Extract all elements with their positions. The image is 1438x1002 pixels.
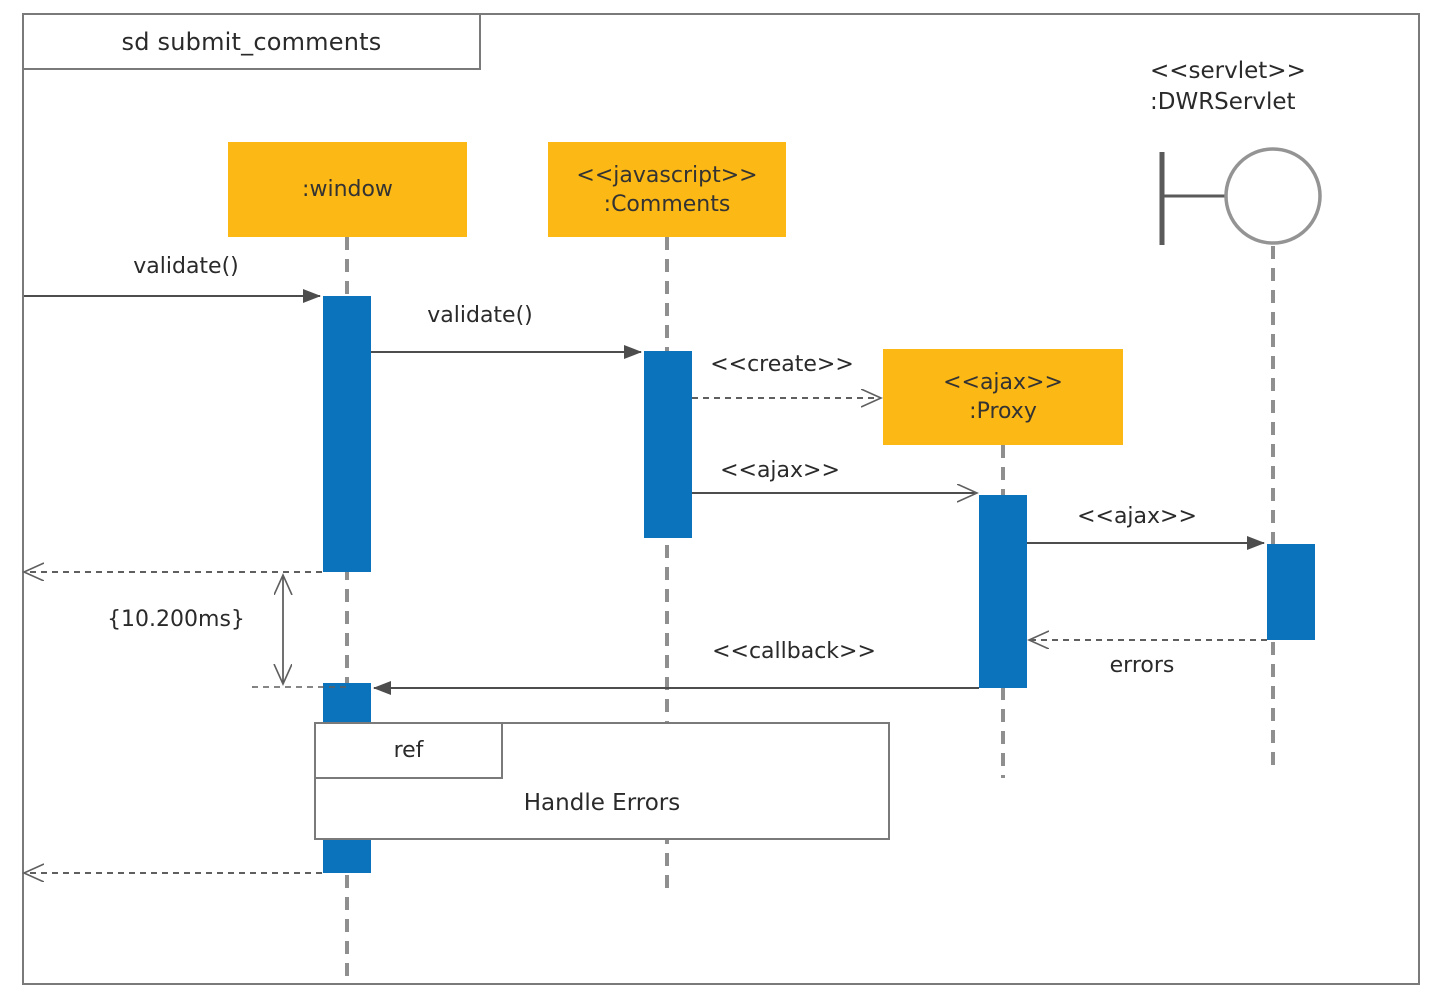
- message-label-validate-comments: validate(): [427, 303, 533, 328]
- activation-window-1: [323, 296, 371, 572]
- participant-window: :window: [228, 142, 467, 237]
- message-label-errors: errors: [1109, 653, 1175, 678]
- participant-comments-label: :Comments: [603, 191, 731, 217]
- participant-proxy-label: :Proxy: [969, 399, 1037, 424]
- lifeline-window: [345, 237, 349, 983]
- participant-comments-stereotype: <<javascript>>: [576, 162, 758, 188]
- lifeline-dwrservlet: [1271, 246, 1275, 765]
- ref-fragment-name: Handle Errors: [523, 790, 681, 816]
- ref-keyword: ref: [393, 738, 424, 763]
- frame-title-box: sd submit_comments: [22, 13, 481, 70]
- activation-comments: [644, 351, 692, 538]
- message-label-validate-found: validate(): [133, 254, 239, 279]
- message-label-create-proxy: <<create>>: [710, 352, 854, 377]
- participant-proxy: <<ajax>> :Proxy: [883, 349, 1123, 445]
- activation-dwrservlet: [1267, 544, 1315, 640]
- ref-fragment: ref Handle Errors: [314, 722, 890, 840]
- participant-proxy-stereotype: <<ajax>>: [943, 370, 1063, 395]
- diagram-frame: [22, 13, 1420, 985]
- participant-dwrservlet-label: :DWRServlet: [1150, 89, 1296, 115]
- message-label-ajax-to-servlet: <<ajax>>: [1077, 504, 1197, 529]
- participant-window-label: :window: [302, 177, 393, 202]
- lifeline-comments: [665, 237, 669, 893]
- participant-dwrservlet-header: <<servlet>> :DWRServlet: [1150, 56, 1306, 118]
- message-label-callback: <<callback>>: [712, 639, 876, 664]
- frame-title: sd submit_comments: [121, 27, 382, 56]
- participant-dwrservlet-stereotype: <<servlet>>: [1150, 58, 1306, 84]
- participant-comments: <<javascript>> :Comments: [548, 142, 786, 237]
- duration-constraint-label: {10.200ms}: [107, 607, 245, 632]
- message-label-ajax-to-proxy: <<ajax>>: [720, 458, 840, 483]
- ref-keyword-box: ref: [314, 722, 503, 779]
- activation-proxy: [979, 495, 1027, 688]
